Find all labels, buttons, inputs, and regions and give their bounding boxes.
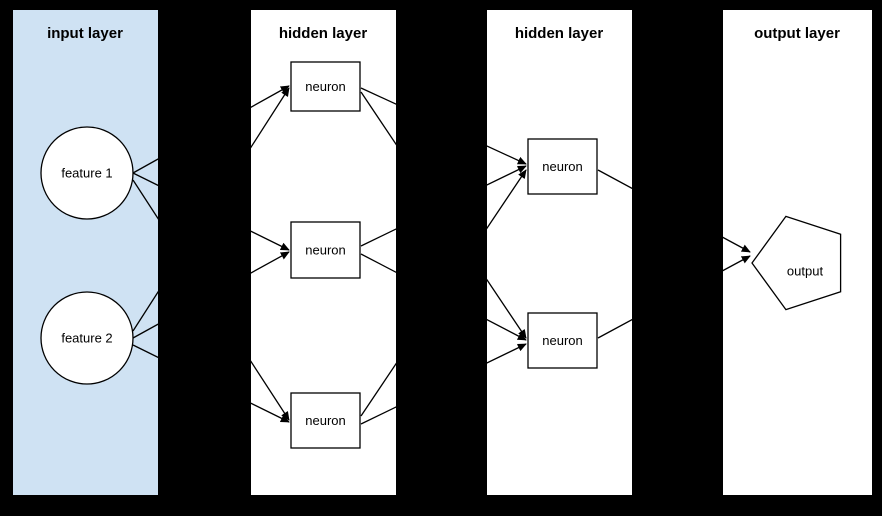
layer-title-output: output layer [754, 25, 840, 42]
node-label-h2n1: neuron [542, 159, 582, 174]
node-label-feature1: feature 1 [61, 166, 112, 181]
layer-title-hidden1: hidden layer [279, 25, 368, 42]
node-h1n3[interactable]: neuron [290, 392, 361, 449]
node-label-h2n2: neuron [542, 333, 582, 348]
node-label-feature2: feature 2 [61, 331, 112, 346]
node-shape-h2n2 [527, 312, 598, 369]
node-shape-h2n1 [527, 138, 598, 195]
node-out[interactable]: output [751, 215, 842, 311]
node-shape-out [751, 215, 842, 311]
node-feature1[interactable]: feature 1 [40, 126, 134, 220]
node-h2n2[interactable]: neuron [527, 312, 598, 369]
gap-bottom [0, 495, 882, 516]
layer-title-input: input layer [47, 25, 123, 42]
node-shape-feature2 [40, 291, 134, 385]
layer-titles: input layer hidden layer hidden layer outpu… [47, 25, 840, 42]
layer-panel-hidden2 [487, 10, 632, 495]
gap-hidden2-output [632, 0, 723, 516]
layer-title-hidden2: hidden layer [515, 25, 604, 42]
gap-input-hidden1 [158, 0, 251, 516]
node-h1n2[interactable]: neuron [290, 221, 361, 279]
gap-left [0, 0, 13, 516]
node-shape-h1n3 [290, 392, 361, 449]
gap-right [872, 0, 882, 516]
gap-top [0, 0, 882, 10]
node-label-h1n2: neuron [305, 243, 345, 258]
node-shape-feature1 [40, 126, 134, 220]
nodes: feature 1 feature 2 neuron neuron neuron neur… [40, 61, 842, 449]
node-label-out: output [787, 264, 824, 279]
node-shape-h1n1 [290, 61, 361, 112]
node-label-h1n3: neuron [305, 413, 345, 428]
node-label-h1n1: neuron [305, 79, 345, 94]
node-shape-h1n2 [290, 221, 361, 279]
node-h2n1[interactable]: neuron [527, 138, 598, 195]
gap-hidden1-hidden2 [396, 0, 487, 516]
layer-panel-input [13, 10, 158, 495]
node-feature2[interactable]: feature 2 [40, 291, 134, 385]
node-h1n1[interactable]: neuron [290, 61, 361, 112]
